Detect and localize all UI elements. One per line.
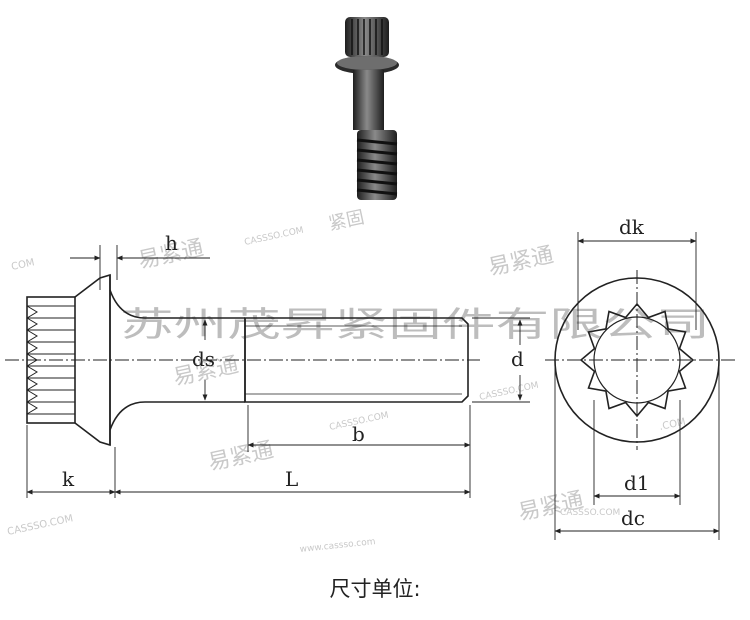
svg-text:www.cassso.com: www.cassso.com <box>299 537 376 555</box>
bolt-end-view <box>545 270 735 450</box>
dimension-lines <box>26 255 523 495</box>
svg-text:CASSSO.COM: CASSSO.COM <box>6 513 74 538</box>
label-dk: dk <box>619 215 645 239</box>
svg-text:易紧通: 易紧通 <box>516 488 586 526</box>
end-view-dimensions <box>554 232 720 540</box>
watermark-company: 苏州茂昇紧固件有限公司 <box>120 305 710 345</box>
svg-text:易紧通: 易紧通 <box>486 243 556 281</box>
watermark: COM 易紧通 CASSSO.COM 紧固 易紧通 易紧通 CASSSO.COM… <box>6 207 686 555</box>
svg-text:CASSSO.COM: CASSSO.COM <box>479 381 540 403</box>
label-d: d <box>511 347 524 371</box>
label-b: b <box>352 422 365 446</box>
caption: 尺寸单位: <box>329 577 421 601</box>
label-k: k <box>62 467 75 491</box>
svg-text:COM: COM <box>10 257 35 273</box>
bolt-side-view <box>5 273 480 447</box>
svg-text:.COM: .COM <box>658 417 686 433</box>
svg-text:易紧通: 易紧通 <box>206 438 276 476</box>
label-h: h <box>165 231 178 255</box>
svg-text:紧固: 紧固 <box>327 207 367 235</box>
svg-text:CASSSO.COM: CASSSO.COM <box>244 226 305 248</box>
bolt-head <box>26 296 76 424</box>
label-dc: dc <box>621 506 645 530</box>
bolt-photo <box>335 17 399 200</box>
label-ds: ds <box>192 347 215 371</box>
extension-lines <box>26 245 530 498</box>
watermark-site: CASSSO.COM <box>560 508 620 518</box>
label-L: L <box>285 467 298 491</box>
label-d1: d1 <box>624 471 650 495</box>
